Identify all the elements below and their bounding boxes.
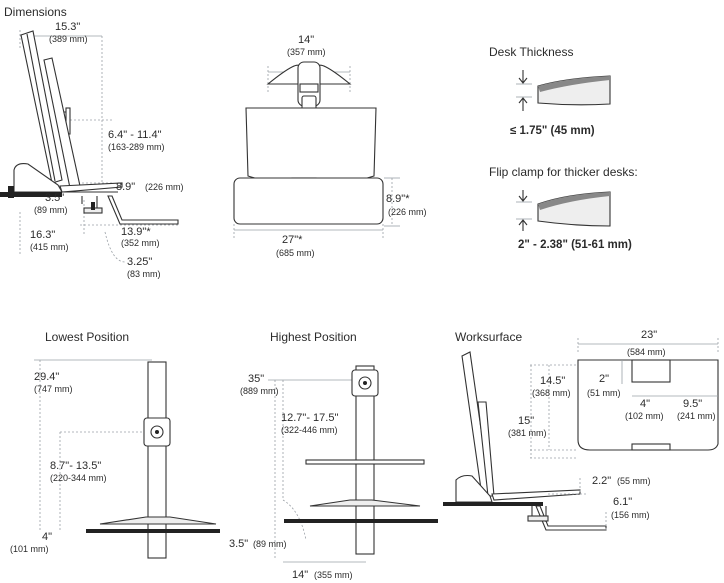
diagram-title: Dimensions	[4, 5, 67, 19]
highest-depth: 14"	[292, 569, 308, 581]
ws-tray-mm: (156 mm)	[611, 510, 650, 520]
label-top-width: 14"	[298, 34, 314, 46]
label-top-width-mm: (357 mm)	[287, 47, 326, 57]
lowest-title: Lowest Position	[45, 330, 129, 344]
label-top-base: 27"*	[282, 234, 303, 246]
highest-height: 35"	[248, 373, 264, 385]
lowest-column	[147, 361, 167, 559]
ws-depth-inner-mm: (368 mm)	[532, 388, 571, 398]
ws-width: 23"	[641, 329, 657, 341]
highest-base: 3.5"	[229, 538, 248, 550]
label-clamp: 3.25"	[127, 256, 152, 268]
flip-clamp-title: Flip clamp for thicker desks:	[489, 165, 638, 179]
lowest-range: 8.7"- 13.5"	[50, 460, 101, 472]
ws-depth-outer-mm: (381 mm)	[508, 428, 547, 438]
worksurface-title: Worksurface	[455, 330, 522, 344]
ws-width-mm: (584 mm)	[627, 347, 666, 357]
desk-thickness-value: ≤ 1.75" (45 mm)	[510, 125, 595, 137]
ws-notch: 2"	[599, 373, 609, 385]
ws-notch-mm: (51 mm)	[587, 388, 621, 398]
label-low: 3.5"	[45, 192, 64, 204]
flip-clamp-value: 2" - 2.38" (51-61 mm)	[518, 239, 632, 251]
ws-lip: 2.2"	[592, 475, 611, 487]
highest-base-mm: (89 mm)	[253, 539, 287, 549]
lowest-base: 4"	[42, 531, 52, 543]
desk-thickness-title: Desk Thickness	[489, 45, 573, 59]
label-width-mm: (389 mm)	[49, 34, 88, 44]
label-clamp-mm: (83 mm)	[127, 269, 161, 279]
lowest-base-mm: (101 mm)	[10, 544, 49, 554]
top-view: 14" (357 mm) 8.9"* (226 mm) 27"* (685 mm…	[233, 34, 427, 258]
label-height-range-mm: (163-289 mm)	[108, 142, 165, 152]
label-depth: 16.3"	[30, 229, 55, 241]
highest-title: Highest Position	[270, 330, 357, 344]
worksurface-views: Worksurface 23" (584 mm) 14.5" (368 mm) …	[443, 329, 719, 531]
ws-notch-width: 4"	[640, 398, 650, 410]
label-keyboard: 13.9"*	[121, 226, 151, 238]
label-top-base-mm: (685 mm)	[276, 248, 315, 258]
side-view: 15.3" (389 mm) 6.4" - 11.4" (163-289 mm)…	[0, 21, 184, 279]
ws-side-mm: (241 mm)	[677, 411, 716, 421]
label-width: 15.3"	[55, 21, 80, 33]
label-keyboard-mm: (352 mm)	[121, 238, 160, 248]
worksurface-top	[577, 359, 719, 451]
highest-position: Highest Position 35" (889 mm) 12.7"- 17.…	[229, 330, 438, 581]
ws-depth-outer: 15"	[518, 415, 534, 427]
ws-tray: 6.1"	[613, 496, 632, 508]
monitor-arm	[266, 64, 301, 85]
ws-notch-width-mm: (102 mm)	[625, 411, 664, 421]
label-tray: 8.9"	[116, 181, 135, 193]
lowest-height: 29.4"	[34, 371, 59, 383]
ws-depth-inner: 14.5"	[540, 375, 565, 387]
label-low-mm: (89 mm)	[34, 205, 68, 215]
ws-lip-mm: (55 mm)	[617, 476, 651, 486]
label-height-range: 6.4" - 11.4"	[108, 129, 162, 141]
lowest-height-mm: (747 mm)	[34, 384, 73, 394]
label-depth-mm: (415 mm)	[30, 242, 69, 252]
label-tray-mm: (226 mm)	[145, 182, 184, 192]
top-base	[233, 177, 384, 225]
label-top-depth: 8.9"*	[386, 193, 410, 205]
highest-range: 12.7"- 17.5"	[281, 412, 338, 424]
lowest-position: Lowest Position 29.4" (747 mm) 8.7"- 13.…	[10, 330, 220, 559]
highest-range-mm: (322-446 mm)	[281, 425, 338, 435]
label-top-depth-mm: (226 mm)	[388, 207, 427, 217]
top-worksurface	[245, 107, 377, 187]
highest-height-mm: (889 mm)	[240, 386, 279, 396]
highest-depth-mm: (355 mm)	[314, 570, 353, 580]
lowest-range-mm: (220-344 mm)	[50, 473, 107, 483]
monitor-panel	[20, 30, 63, 184]
ws-side: 9.5"	[683, 398, 702, 410]
desk-thickness-panel: Desk Thickness ≤ 1.75" (45 mm) Flip clam…	[489, 45, 638, 251]
